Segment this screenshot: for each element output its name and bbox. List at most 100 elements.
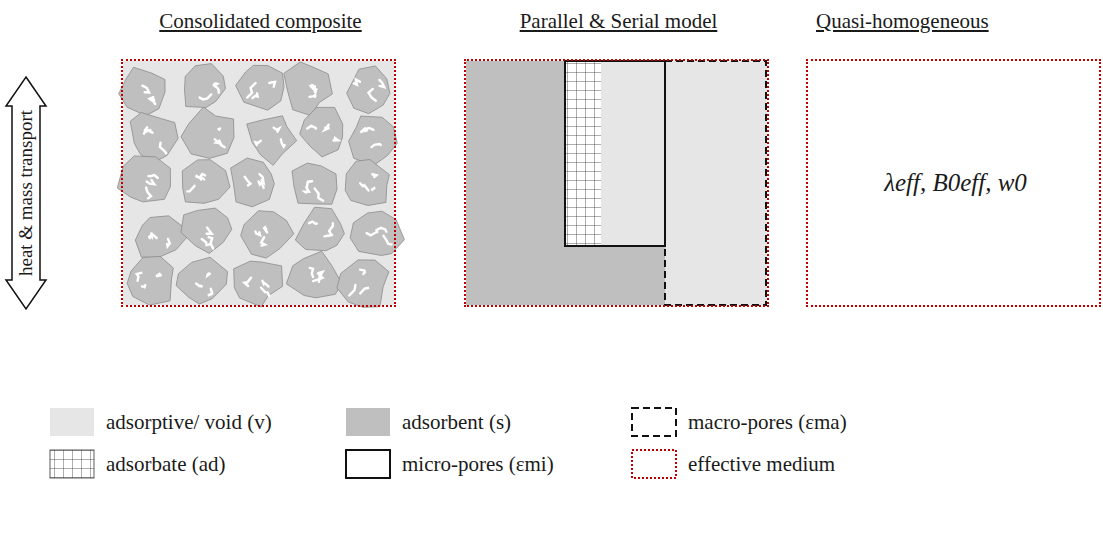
crack: [202, 239, 211, 245]
grain: [231, 158, 275, 207]
crack: [167, 239, 170, 246]
grain: [345, 160, 389, 206]
crack: [360, 270, 365, 274]
crack: [376, 228, 386, 232]
grain: [350, 211, 404, 255]
void-ground: [466, 61, 767, 305]
panel-title: Consolidated composite: [159, 9, 361, 34]
crack: [310, 95, 316, 97]
crack: [147, 180, 155, 184]
grain: [117, 156, 170, 202]
grain: [130, 113, 178, 163]
parameter-text: λeff, B0eff, w0: [884, 169, 1027, 197]
crack: [253, 94, 258, 99]
crack: [207, 228, 212, 234]
grain: [127, 256, 173, 305]
crack: [150, 97, 156, 104]
crack: [209, 237, 214, 248]
crack: [325, 235, 333, 236]
dotted-sample: [632, 450, 676, 478]
grain: [300, 107, 343, 156]
crack: [208, 274, 210, 276]
model-panel: Parallel & Serial model: [464, 59, 769, 307]
grain: [295, 207, 344, 251]
grain: [286, 251, 341, 298]
crack: [196, 284, 203, 287]
crack: [200, 94, 212, 99]
legend-label: macro-pores (εma): [688, 410, 847, 435]
crack: [160, 143, 166, 154]
crack: [264, 227, 267, 232]
crack: [313, 274, 323, 281]
model-panel: Consolidated composite: [121, 59, 396, 307]
crack: [349, 285, 355, 296]
grain: [181, 107, 234, 158]
grain: [292, 163, 337, 204]
grain: [247, 116, 297, 166]
crack: [334, 138, 339, 140]
hatch-sample: [50, 450, 94, 478]
grain: [236, 65, 284, 110]
grain: [337, 260, 389, 307]
grain: [241, 211, 294, 258]
grain: [349, 116, 398, 166]
crack: [256, 141, 261, 145]
grain: [182, 160, 230, 204]
crack: [146, 188, 151, 199]
legend-swatch: [346, 408, 390, 436]
crack: [214, 83, 217, 84]
grain: [119, 67, 165, 116]
panel-title: Quasi-homogeneous: [816, 9, 989, 34]
transport-arrow: heat & mass transport: [5, 76, 47, 310]
legend-label: micro-pores (εmi): [402, 452, 554, 477]
crack: [156, 273, 161, 276]
crack: [281, 139, 285, 146]
dashed-sample: [632, 408, 676, 436]
legend-label: adsorbent (s): [402, 410, 511, 435]
crack: [261, 288, 269, 296]
grain: [234, 261, 283, 307]
legend-label: adsorbate (ad): [106, 452, 226, 477]
crack: [214, 85, 219, 93]
model-panel: Quasi-homogeneousλeff, B0eff, w0: [806, 59, 1101, 307]
adsorbent-region: [466, 61, 665, 305]
crack: [255, 232, 260, 236]
crack: [383, 236, 391, 245]
crack: [149, 175, 158, 178]
crack: [360, 128, 366, 132]
crack: [142, 86, 149, 93]
crack: [196, 176, 201, 179]
crack: [311, 85, 316, 92]
crack: [219, 141, 224, 148]
crack: [269, 82, 275, 87]
micro-pore-outline: [565, 61, 665, 246]
grain: [185, 64, 226, 108]
crack: [261, 237, 265, 245]
macro-pore-outline: [665, 61, 766, 305]
crack: [310, 268, 313, 277]
legend-label: adsorptive/ void (v): [106, 410, 272, 435]
crack: [372, 174, 377, 177]
solid-sample: [346, 450, 390, 478]
crack: [309, 222, 317, 224]
arrow-label: heat & mass transport: [15, 110, 37, 276]
crack: [262, 281, 268, 287]
legend-label: effective medium: [688, 452, 835, 477]
crack: [218, 129, 220, 131]
crack: [259, 181, 264, 188]
crack: [149, 235, 157, 239]
crack: [152, 98, 156, 101]
crack: [379, 80, 384, 87]
crack: [369, 89, 376, 101]
adsorbate-region: [565, 61, 601, 246]
legend-swatch: [50, 408, 94, 436]
crack: [144, 129, 153, 134]
crack: [372, 144, 381, 147]
grain: [176, 257, 227, 304]
crack: [307, 126, 316, 129]
crack: [245, 177, 251, 186]
crack: [315, 189, 323, 201]
crack: [354, 80, 360, 85]
crack: [208, 289, 212, 296]
crack: [187, 186, 194, 192]
